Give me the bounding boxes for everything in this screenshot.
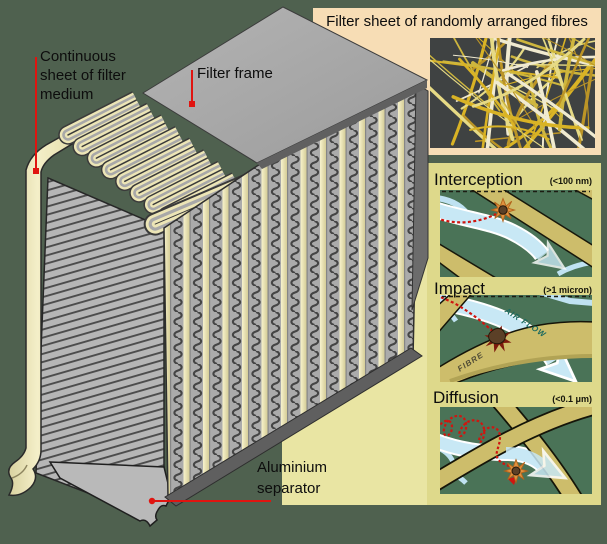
impact-title: Impact	[434, 279, 486, 298]
fibre-sheet-image	[430, 38, 595, 148]
label-line: sheet of filter	[40, 67, 126, 84]
fibre-panel-title: Filter sheet of randomly arranged fibres	[326, 13, 588, 30]
label-filter-frame: Filter frame	[197, 65, 273, 82]
label-line: Continuous	[40, 48, 116, 65]
filter-bottom-pleat	[48, 461, 172, 528]
diffusion-image	[440, 407, 592, 494]
label-line: medium	[40, 86, 94, 103]
interception-title: Interception	[434, 170, 523, 189]
label-aluminium-separator: Aluminium separator	[257, 457, 367, 499]
diffusion-size-note: (<0.1 μm)	[552, 394, 592, 404]
leader-lines	[33, 57, 271, 505]
interception-image	[440, 190, 592, 277]
filter-block	[7, 6, 429, 528]
label-line: Aluminium	[257, 459, 328, 476]
interception-size-note: (<100 nm)	[549, 176, 592, 186]
label-continuous-sheet: Continuous sheet of filter medium	[40, 47, 170, 104]
impact-size-note: (>1 micron)	[543, 285, 592, 295]
frame-thickness-edge	[257, 80, 427, 169]
impact-image	[440, 295, 592, 382]
continuous-sheet-art	[7, 135, 74, 497]
label-line: separator	[257, 480, 321, 497]
diffusion-title: Diffusion	[433, 388, 499, 407]
frame-bottom-edge	[164, 347, 423, 507]
